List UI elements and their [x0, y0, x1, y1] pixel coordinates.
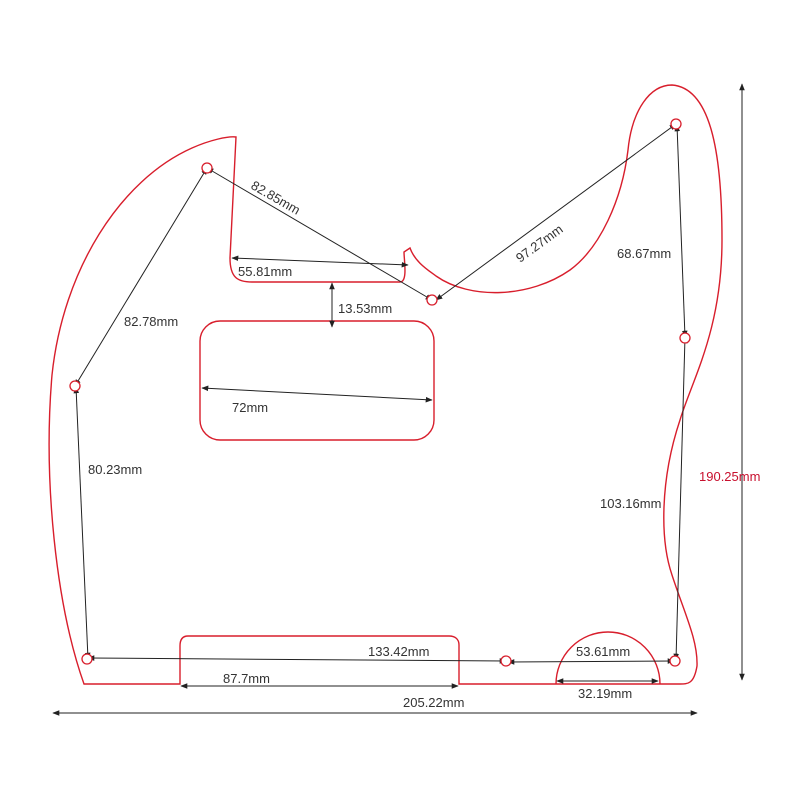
dim-line-82-85	[206, 167, 433, 301]
dim-line-68-67	[674, 124, 688, 338]
screw-hole-bottom-right	[669, 655, 681, 667]
label-72: 72mm	[232, 400, 268, 415]
dim-line-55-81	[231, 255, 409, 268]
dimension-labels: 82.85mm 55.81mm 13.53mm 97.27mm 68.67mm …	[88, 178, 760, 710]
label-97-27: 97.27mm	[513, 221, 566, 265]
dim-line-80-23	[73, 386, 91, 660]
screw-hole-top-left	[201, 162, 213, 174]
screw-hole-bottom-left	[81, 653, 93, 665]
label-68-67: 68.67mm	[617, 246, 671, 261]
label-55-81: 55.81mm	[238, 264, 292, 279]
screw-hole-bottom-mid	[500, 655, 512, 667]
label-133-42: 133.42mm	[368, 644, 429, 659]
screw-hole-neck-pocket	[426, 294, 438, 306]
label-190-25: 190.25mm	[699, 469, 760, 484]
label-13-53: 13.53mm	[338, 301, 392, 316]
label-103-16: 103.16mm	[600, 496, 661, 511]
label-32-19: 32.19mm	[578, 686, 632, 701]
dim-line-133-42	[87, 655, 507, 664]
label-82-78: 82.78mm	[124, 314, 178, 329]
dim-line-97-27	[435, 123, 677, 301]
screw-hole-mid-right	[679, 332, 691, 344]
screw-hole-mid-left	[69, 380, 81, 392]
label-87-7: 87.7mm	[223, 671, 270, 686]
screw-holes	[69, 118, 691, 667]
screw-hole-top-right	[670, 118, 682, 130]
dim-line-82-78	[74, 167, 208, 387]
label-53-61: 53.61mm	[576, 644, 630, 659]
dim-line-103-16	[673, 336, 688, 661]
dimension-lines	[52, 83, 745, 716]
label-80-23: 80.23mm	[88, 462, 142, 477]
pickguard-outline	[48, 84, 723, 685]
dim-line-53-61	[507, 658, 675, 665]
label-205-22: 205.22mm	[403, 695, 464, 710]
pickup-cavity	[199, 320, 435, 441]
dim-line-72	[201, 385, 433, 403]
